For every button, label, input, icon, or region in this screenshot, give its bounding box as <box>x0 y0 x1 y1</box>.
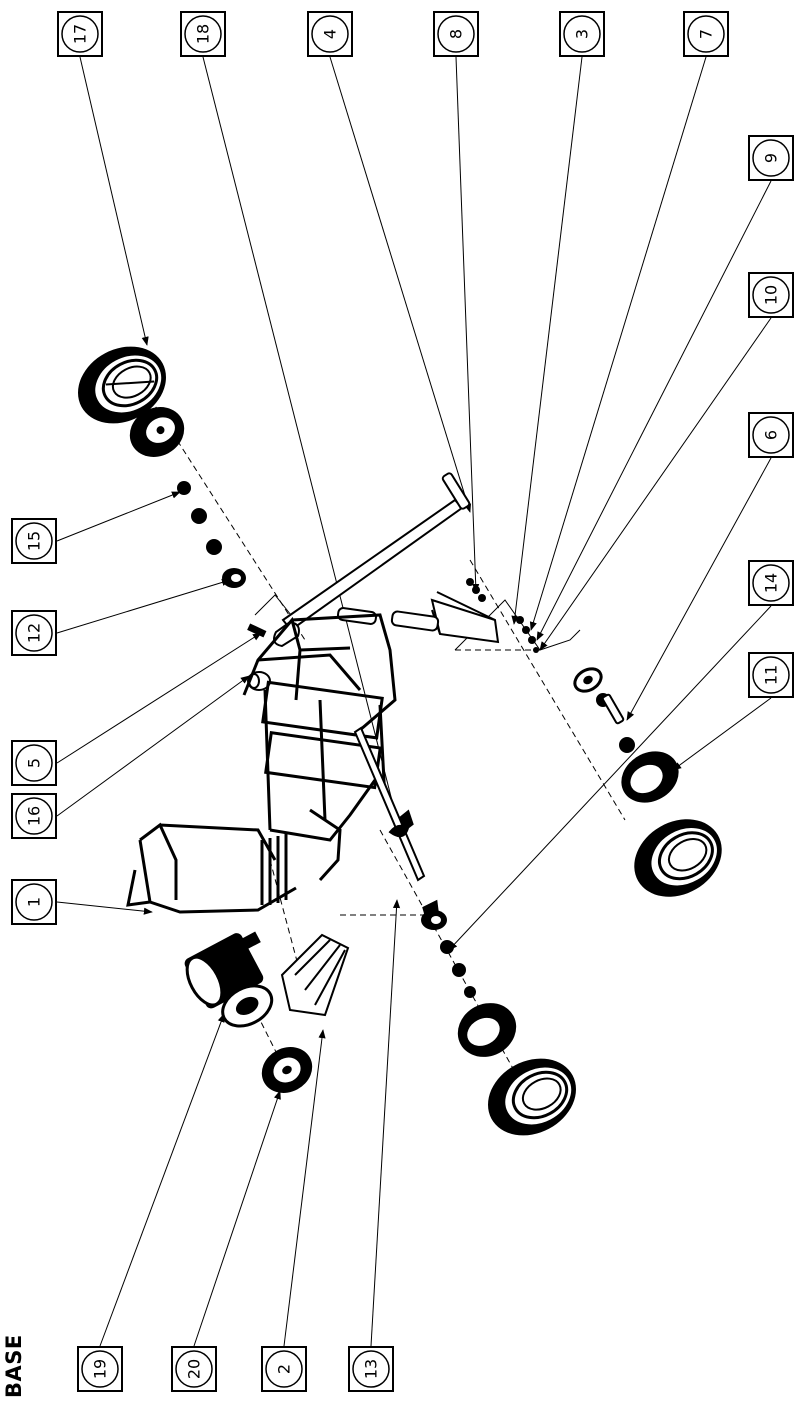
leader-5 <box>56 632 262 764</box>
balloon-3: 3 <box>559 11 605 57</box>
part-rear-tire-bottom <box>488 1058 576 1136</box>
balloon-label: 12 <box>25 623 44 643</box>
leader-19 <box>99 1013 225 1347</box>
leader-12 <box>56 578 231 634</box>
balloon-label: 9 <box>762 153 781 163</box>
balloon-14: 14 <box>748 560 794 606</box>
balloon-4: 4 <box>307 11 353 57</box>
leader-2 <box>283 1029 326 1347</box>
part-13-rear-axle <box>353 726 426 882</box>
balloon-5: 5 <box>11 740 57 786</box>
leader-6 <box>626 457 772 721</box>
balloon-label: 11 <box>762 665 781 685</box>
balloon-label: 5 <box>25 758 44 768</box>
part-1-main-frame <box>126 613 440 925</box>
part-8-washers <box>466 578 486 602</box>
part-5-pin <box>247 623 267 638</box>
balloon-label: 8 <box>447 29 466 39</box>
part-6-front-axle <box>596 693 635 753</box>
balloon-label: 15 <box>25 531 44 551</box>
balloon-19: 19 <box>77 1346 123 1392</box>
balloon-15: 15 <box>11 518 57 564</box>
balloon-label: 16 <box>25 806 44 826</box>
leader-11 <box>672 697 772 771</box>
part-20-pulley <box>261 1047 313 1093</box>
balloon-label: 1 <box>25 897 44 907</box>
leader-8 <box>455 56 480 593</box>
part-11-front-rim <box>621 751 679 803</box>
part-19-motor <box>184 931 274 1028</box>
leader-14 <box>448 605 772 951</box>
part-2-battery-tray <box>280 933 350 1017</box>
centerline-rear-axle-bottom <box>379 829 526 1091</box>
leader-15 <box>56 491 181 542</box>
balloon-12: 12 <box>11 610 57 656</box>
part-14-lower-bearing <box>421 910 447 930</box>
leader-4 <box>329 56 472 513</box>
balloon-label: 20 <box>185 1359 204 1379</box>
balloon-8: 8 <box>433 11 479 57</box>
leader-18 <box>202 56 404 841</box>
balloon-18: 18 <box>180 11 226 57</box>
balloon-label: 7 <box>697 29 716 39</box>
balloon-label: 14 <box>762 573 781 593</box>
leader-10 <box>539 317 772 651</box>
balloon-1: 1 <box>11 879 57 925</box>
leader-16 <box>56 675 250 817</box>
part-12-bearing-upper <box>222 568 246 588</box>
part-front-hardware <box>516 616 539 653</box>
balloon-label: 17 <box>71 24 90 44</box>
balloon-17: 17 <box>57 11 103 57</box>
balloon-11: 11 <box>748 652 794 698</box>
part-lower-axle-nuts <box>440 940 476 998</box>
balloon-9: 9 <box>748 135 794 181</box>
part-front-tire <box>634 819 722 897</box>
leader-20 <box>193 1090 281 1347</box>
balloon-16: 16 <box>11 793 57 839</box>
leader-1 <box>56 901 153 915</box>
centerline-front-axle <box>469 559 626 821</box>
part-rear-wheel-rim-top <box>129 407 185 457</box>
part-15-axle-nut-upper <box>177 481 222 555</box>
part-front-hub <box>573 667 603 693</box>
part-17-rear-tire-top <box>78 346 166 424</box>
balloon-10: 10 <box>748 272 794 318</box>
balloon-label: 18 <box>194 24 213 44</box>
leader-3 <box>511 56 583 625</box>
rear-bracket-line <box>254 594 296 621</box>
balloon-label: 19 <box>91 1359 110 1379</box>
balloon-label: 4 <box>321 29 340 39</box>
part-rear-wheel-rim-bottom <box>457 1003 517 1057</box>
balloon-label: 13 <box>362 1359 381 1379</box>
leader-13 <box>370 899 401 1347</box>
leader-7 <box>529 56 707 631</box>
balloon-2: 2 <box>261 1346 307 1392</box>
balloon-label: 3 <box>573 29 592 39</box>
balloon-label: 6 <box>762 430 781 440</box>
part-18-bracket <box>388 824 410 838</box>
leader-lines <box>56 56 772 1347</box>
balloon-7: 7 <box>683 11 729 57</box>
balloon-6: 6 <box>748 412 794 458</box>
leader-9 <box>536 180 772 641</box>
balloon-label: 2 <box>275 1364 294 1374</box>
balloon-13: 13 <box>348 1346 394 1392</box>
balloon-20: 20 <box>171 1346 217 1392</box>
leader-17 <box>79 56 149 346</box>
balloon-label: 10 <box>762 285 781 305</box>
